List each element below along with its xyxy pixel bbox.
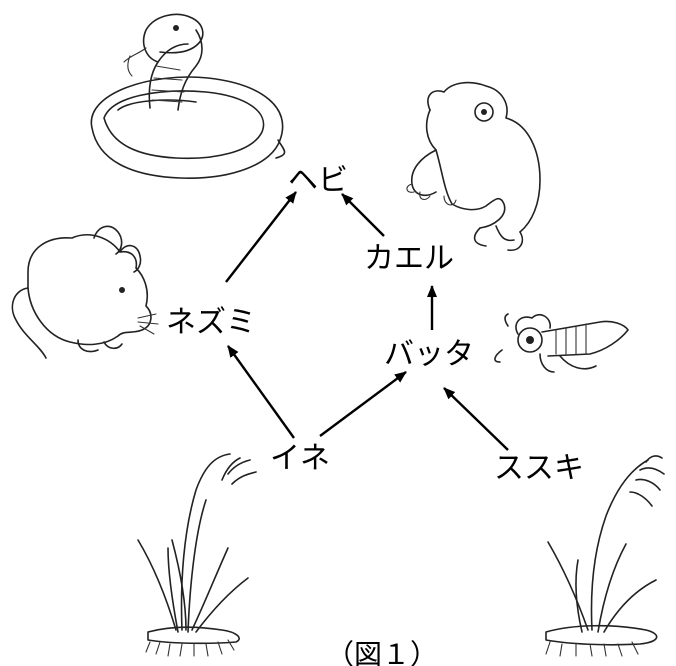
node-snake: ヘビ: [288, 163, 348, 198]
node-rice: イネ: [270, 441, 330, 476]
rice-plant-illustration: [137, 453, 257, 657]
food-web-arrows: [225, 191, 509, 451]
frog-illustration: [406, 81, 541, 252]
grasshopper-illustration: [494, 313, 629, 373]
node-susuki: ススキ: [494, 451, 584, 486]
arrow-mouse-to-snake: [225, 191, 297, 283]
arrow-rice-to-mouse: [227, 345, 295, 439]
arrow-susuki-to-grasshopper: [443, 387, 509, 451]
arrow-rice-to-grasshopper: [319, 371, 407, 437]
arrow-frog-to-snake: [341, 193, 385, 237]
figure-caption: （図１）: [326, 638, 438, 666]
snake-illustration: [90, 13, 286, 179]
susuki-plant-illustration: [545, 455, 665, 657]
node-frog: カエル: [364, 241, 454, 276]
node-grasshopper: バッタ: [384, 337, 474, 372]
node-mouse: ネズミ: [166, 305, 256, 340]
mouse-illustration: [11, 225, 159, 359]
